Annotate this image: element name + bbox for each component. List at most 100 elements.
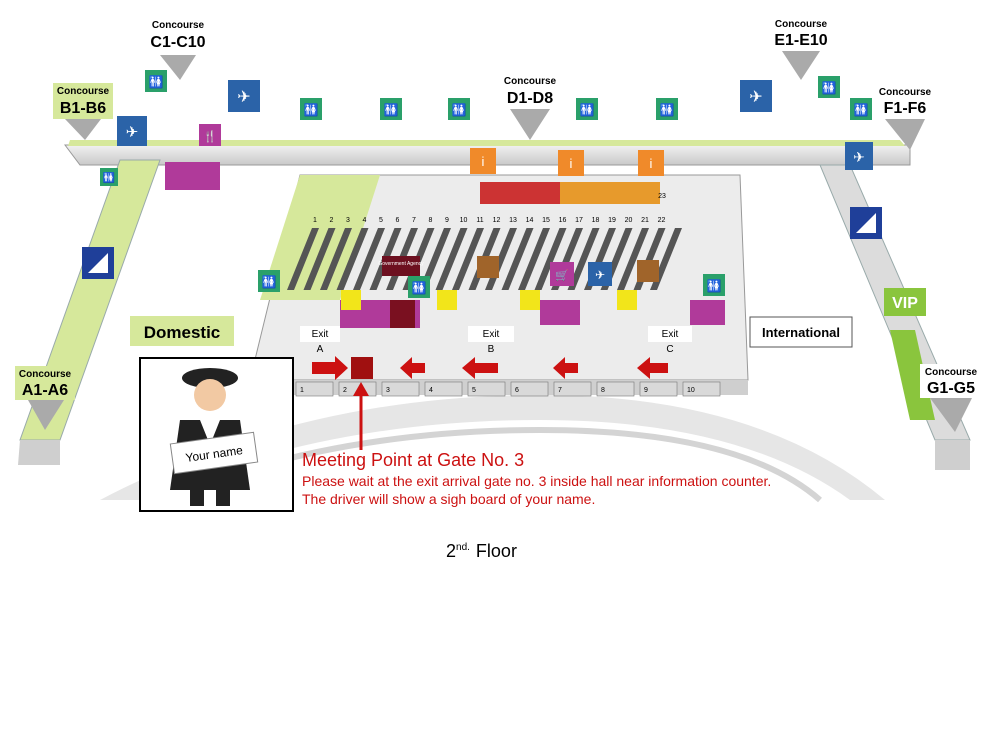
- svg-text:D1-D8: D1-D8: [507, 90, 553, 107]
- svg-text:🛒: 🛒: [555, 269, 569, 282]
- svg-text:🚻: 🚻: [149, 75, 164, 89]
- svg-text:✈: ✈: [595, 268, 605, 282]
- arrow-up-icon: [353, 382, 369, 396]
- svg-text:🚻: 🚻: [822, 81, 837, 95]
- gate-number: 3: [386, 387, 390, 394]
- svg-text:✈: ✈: [749, 89, 762, 106]
- svg-text:🍴: 🍴: [203, 130, 217, 143]
- shop-block: [390, 300, 415, 328]
- svg-text:A: A: [317, 344, 324, 355]
- arrival-gate: [467, 381, 506, 397]
- svg-text:🚻: 🚻: [304, 103, 319, 117]
- concourse-sign-a: Concourse A1-A6: [15, 366, 75, 430]
- svg-text:C: C: [666, 344, 673, 355]
- shop-block: [560, 182, 660, 204]
- arrow-right-icon: [312, 356, 348, 380]
- information-icon: i: [470, 148, 496, 174]
- restroom-icon: 🚻: [818, 76, 840, 98]
- arrival-gate: [596, 381, 635, 397]
- departure-gate-icon: [82, 247, 114, 279]
- arrival-gate: [510, 381, 549, 397]
- restroom-icon: 🚻: [100, 168, 118, 186]
- shopping-cart-icon: 🛒: [550, 262, 574, 286]
- svg-text:🚻: 🚻: [103, 171, 115, 184]
- international-label: International: [762, 325, 840, 340]
- svg-text:✈: ✈: [237, 89, 250, 106]
- restroom-icon: 🚻: [408, 276, 430, 298]
- arrow-left-icon: [462, 357, 498, 379]
- baggage-icon: [637, 260, 659, 282]
- baggage-icon: [477, 256, 499, 278]
- concourse-sign-d: Concourse D1-D8: [500, 73, 560, 140]
- lift-icon: [341, 290, 361, 310]
- svg-text:🚻: 🚻: [412, 281, 427, 295]
- restroom-icon: 🚻: [448, 98, 470, 120]
- exit-b: Exit B: [468, 326, 514, 355]
- restroom-icon: 🚻: [703, 274, 725, 296]
- counter-number: 11: [476, 217, 483, 224]
- svg-text:Concourse: Concourse: [57, 86, 110, 97]
- counter-number: 15: [542, 217, 550, 224]
- arrival-gate: [553, 381, 592, 397]
- vip-label: VIP: [892, 295, 918, 312]
- svg-text:Exit: Exit: [483, 329, 500, 340]
- gate-number: 10: [687, 387, 695, 394]
- shop-block: [690, 300, 725, 325]
- counter-number: 18: [592, 217, 600, 224]
- counter-number: 2: [330, 217, 334, 224]
- government-agency-tag: Government Agency: [378, 256, 424, 276]
- transfer-icon: ✈: [740, 80, 772, 112]
- svg-text:E1-E10: E1-E10: [774, 32, 827, 49]
- restaurant-icon: 🍴: [199, 124, 221, 146]
- counter-number: 8: [429, 217, 433, 224]
- arrival-gate: [424, 381, 463, 397]
- svg-text:A1-A6: A1-A6: [22, 382, 68, 399]
- checkin-row: [518, 228, 550, 290]
- checkin-row: [567, 228, 600, 290]
- counter-number: 3: [346, 217, 350, 224]
- svg-text:🚻: 🚻: [262, 275, 277, 289]
- gate-number: 2: [343, 387, 347, 394]
- gate-number: 7: [558, 387, 562, 394]
- domestic-label: Domestic: [144, 323, 221, 342]
- arrow-left-icon: [553, 357, 578, 379]
- svg-text:B1-B6: B1-B6: [60, 100, 106, 117]
- concourse-sign-f: Concourse F1-F6: [876, 85, 934, 150]
- svg-text:Concourse: Concourse: [152, 20, 205, 31]
- concourse-sign-b: Concourse B1-B6: [53, 83, 113, 140]
- svg-text:🚻: 🚻: [854, 103, 869, 117]
- floor-word: Floor: [476, 541, 517, 561]
- concourse-sign-c: Concourse C1-C10: [148, 17, 208, 80]
- svg-text:F1-F6: F1-F6: [884, 100, 927, 117]
- restroom-icon: 🚻: [576, 98, 598, 120]
- meeting-line-2: The driver will show a sigh board of you…: [302, 491, 595, 507]
- checkin-row: [452, 228, 484, 290]
- driver-sign-photo: Your name: [139, 357, 294, 512]
- exit-c: Exit C: [648, 326, 692, 355]
- svg-text:i: i: [650, 156, 653, 171]
- concourse-sign-e: Concourse E1-E10: [770, 15, 832, 80]
- svg-text:🚻: 🚻: [452, 103, 467, 117]
- counter-number: 13: [509, 217, 517, 224]
- counter-number: 6: [396, 217, 400, 224]
- arrival-gate: [295, 381, 334, 397]
- svg-text:🚻: 🚻: [580, 103, 595, 117]
- direction-arrows: [312, 356, 668, 450]
- svg-text:2nd.Floor: 2nd.Floor: [446, 541, 517, 561]
- zone-labels: Domestic International VIP: [130, 288, 926, 348]
- counter-number: 20: [625, 217, 633, 224]
- arrow-left-icon: [400, 357, 425, 379]
- counter-number: 23: [658, 193, 666, 200]
- checkin-row: [320, 228, 352, 290]
- counter-number: 14: [526, 217, 534, 224]
- counter-number: 16: [559, 217, 567, 224]
- flight-transfer-icons: ✈ ✈ ✈ ✈ ✈: [117, 80, 873, 286]
- svg-text:✈: ✈: [853, 149, 865, 165]
- restroom-icon: 🚻: [850, 98, 872, 120]
- meeting-title: Meeting Point at Gate No. 3: [302, 450, 524, 470]
- counter-number: 21: [641, 217, 649, 224]
- svg-text:🚻: 🚻: [660, 103, 675, 117]
- svg-text:i: i: [570, 156, 573, 171]
